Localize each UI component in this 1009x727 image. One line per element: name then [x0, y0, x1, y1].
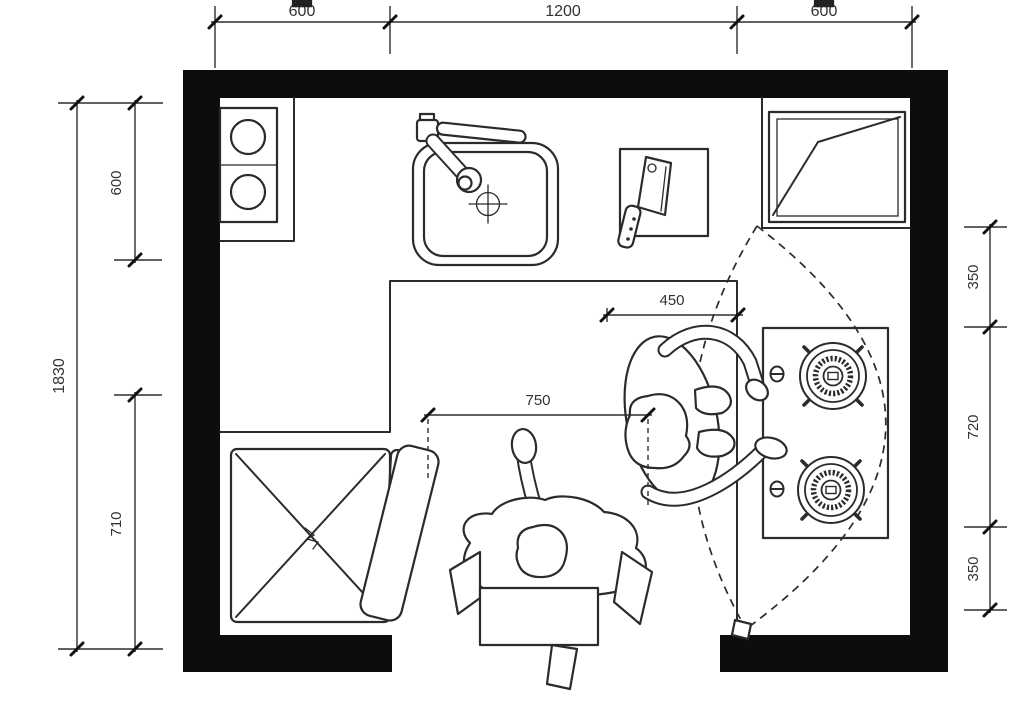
- hob-ring-top: [229, 118, 267, 156]
- dim-left-upper-label: 600: [108, 170, 125, 195]
- head: [515, 523, 569, 579]
- fridge-door-line: [772, 116, 901, 216]
- lower-arm: [642, 444, 769, 505]
- cutting-board: [617, 147, 710, 249]
- door-swing-arc-right: [745, 225, 887, 630]
- dim-right-middle-label: 720: [965, 414, 982, 439]
- faucet-nozzle: [457, 175, 473, 191]
- hand-upper: [745, 378, 769, 402]
- table-leaf: [359, 444, 440, 622]
- walls: [183, 70, 948, 672]
- foot-right: [693, 385, 732, 416]
- control-knob-top: [769, 365, 785, 383]
- dim-stove-clearance-label: 450: [659, 292, 684, 309]
- cleaver-hole: [647, 163, 657, 173]
- cleaver-spine: [660, 166, 667, 212]
- faucet-spout: [427, 135, 469, 180]
- refrigerator: [767, 110, 907, 224]
- chair-leg: [545, 643, 579, 691]
- seated-person: [448, 427, 654, 691]
- dim-right-lower-label: 350: [965, 556, 982, 581]
- wall-left: [183, 70, 220, 672]
- burner-top: [800, 343, 866, 409]
- foot-left: [695, 428, 736, 458]
- dimension-stove-clearance: 450: [599, 292, 746, 323]
- head: [624, 393, 691, 470]
- hob-ring-bottom: [229, 173, 267, 211]
- fridge-inner: [776, 118, 899, 217]
- wall-top: [183, 70, 948, 98]
- dimension-right: 350 720 350: [964, 219, 1007, 618]
- foot: [510, 427, 538, 465]
- burner-bottom: [798, 457, 864, 523]
- wall-bottom-left: [183, 635, 392, 672]
- dim-left-lower-label: 710: [108, 511, 125, 536]
- upper-arm: [659, 326, 763, 390]
- cleaver-rivet: [629, 227, 633, 231]
- dim-top-middle-label: 1200: [545, 3, 581, 20]
- dimension-left: 1830 600 710: [51, 95, 163, 657]
- drain-icon: [468, 184, 508, 224]
- hand-lower: [754, 436, 788, 460]
- folding-table: [229, 444, 440, 624]
- gas-cooktop: [761, 326, 890, 540]
- dim-top-right-label: 600: [811, 3, 838, 20]
- wall-right: [910, 70, 948, 672]
- cleaver-icon: [617, 155, 673, 249]
- dim-top-left-label: 600: [289, 3, 316, 20]
- counter-edges: [219, 97, 911, 632]
- sink: [411, 112, 560, 267]
- table-diagonal: [235, 453, 386, 618]
- dimension-top: 600 1200 600 ▇▇ ▇▇: [207, 0, 920, 68]
- cleaver-rivet: [632, 217, 636, 221]
- counter-edge-fridge-nook: [761, 97, 911, 229]
- dim-left-total-label: 1830: [51, 358, 68, 394]
- control-knob-bottom: [769, 480, 785, 498]
- cleaver-handle: [617, 204, 642, 249]
- clipped-label-left: ▇▇: [291, 0, 313, 8]
- counter-edge-hob-nook: [219, 97, 295, 242]
- clipped-label-right: ▇▇: [813, 0, 835, 8]
- double-ring-hob: [218, 106, 279, 224]
- chair-back: [478, 586, 600, 647]
- table-center-mark: [304, 527, 320, 550]
- dim-right-upper-label: 350: [965, 264, 982, 289]
- door-leaf: [730, 618, 753, 641]
- right-arm: [612, 550, 654, 626]
- cleaver-rivet: [626, 237, 630, 241]
- wall-bottom-right: [720, 635, 948, 672]
- left-arm: [448, 550, 482, 616]
- dim-seat-clearance-label: 750: [525, 392, 550, 409]
- faucet-lever: [435, 121, 527, 144]
- faucet-icon: [415, 112, 527, 194]
- dimension-seat-clearance: 750: [420, 392, 656, 507]
- cooking-person: [623, 324, 788, 507]
- fridge-outer: [767, 110, 907, 224]
- counter-edge-l-shape: [219, 280, 738, 632]
